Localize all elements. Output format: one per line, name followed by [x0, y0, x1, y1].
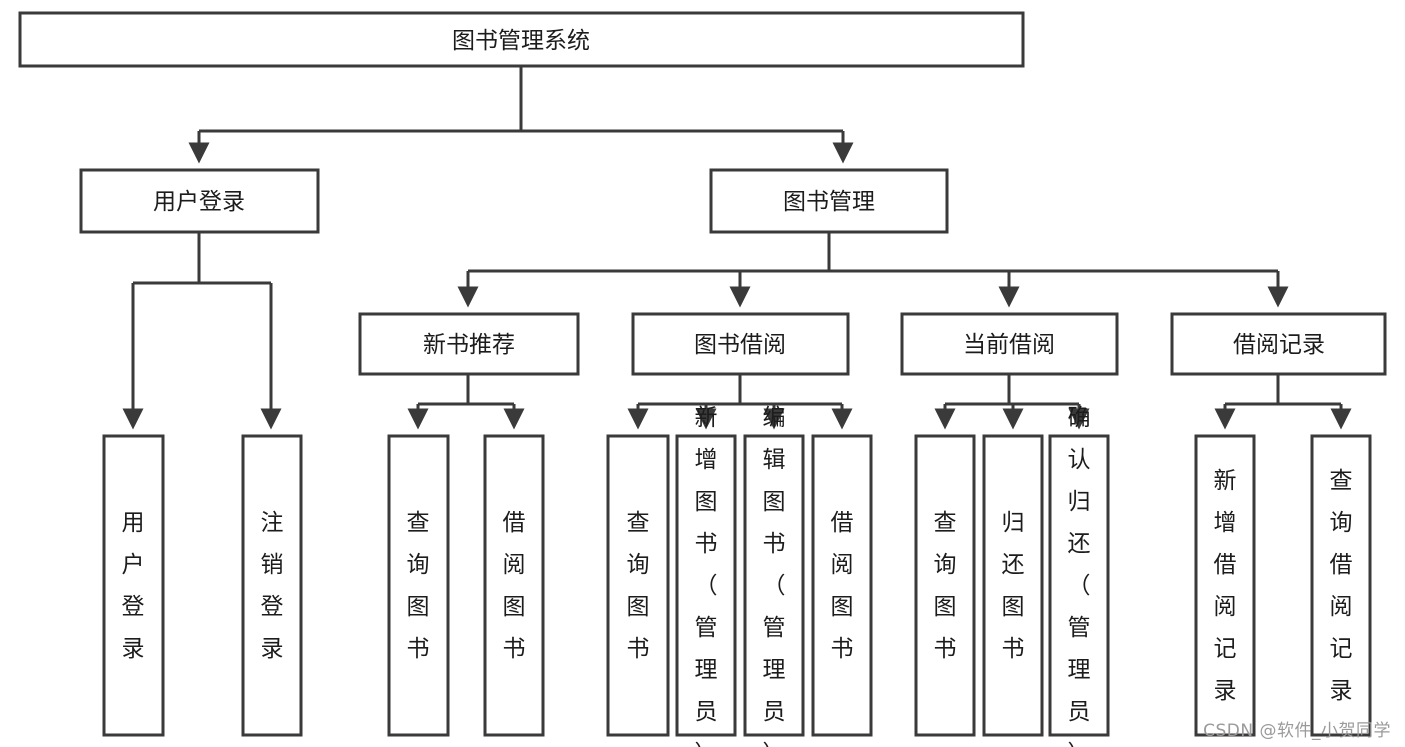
node-borrow-record-box[interactable] — [1170, 312, 1387, 376]
node-book-management[interactable]: 图书管理 — [709, 168, 949, 234]
node-root[interactable]: 图书管理系统 — [18, 11, 1025, 68]
leaf-user-login-box[interactable] — [102, 434, 165, 737]
leaf-logout-login[interactable]: 注销登录 — [241, 434, 303, 737]
node-borrow-record[interactable]: 借阅记录 — [1170, 312, 1387, 376]
leaf-borrow-book-2-label: 借阅图书 — [831, 510, 854, 662]
leaf-query-book-3-label: 查询图书 — [934, 510, 957, 662]
leaf-query-book-2-box[interactable] — [606, 434, 670, 737]
leaf-add-book-box[interactable] — [675, 434, 737, 737]
leaf-query-book-2[interactable]: 查询图书 — [606, 434, 670, 737]
leaf-borrow-book-2-box[interactable] — [811, 434, 873, 737]
node-user-login-box[interactable] — [79, 168, 320, 234]
leaf-edit-book[interactable]: 编辑图书（管理员） — [743, 405, 805, 747]
node-current-borrow-box[interactable] — [900, 312, 1119, 376]
node-user-login[interactable]: 用户登录 — [79, 168, 320, 234]
leaf-confirm-return-label: 确认归还（管理员） — [1068, 405, 1091, 747]
node-root-label: 图书管理系统 — [452, 28, 590, 54]
leaf-edit-book-box[interactable] — [743, 434, 805, 737]
leaf-query-record-label: 查询借阅记录 — [1330, 468, 1353, 704]
node-current-borrow[interactable]: 当前借阅 — [900, 312, 1119, 376]
leaf-add-record-label: 新增借阅记录 — [1214, 468, 1237, 704]
leaf-query-book-3[interactable]: 查询图书 — [914, 434, 976, 737]
leaf-query-book-1-label: 查询图书 — [407, 510, 430, 662]
leaf-query-book-3-box[interactable] — [914, 434, 976, 737]
leaf-query-book-2-label: 查询图书 — [627, 510, 650, 662]
leaf-query-record[interactable]: 查询借阅记录 — [1310, 434, 1372, 737]
leaf-logout-login-box[interactable] — [241, 434, 303, 737]
node-borrow-record-label: 借阅记录 — [1233, 332, 1325, 358]
node-user-login-label: 用户登录 — [153, 189, 245, 215]
leaf-user-login[interactable]: 用户登录 — [102, 434, 165, 737]
leaf-borrow-book-1-box[interactable] — [483, 434, 545, 737]
leaf-query-book-1-box[interactable] — [387, 434, 450, 737]
node-book-borrow-label: 图书借阅 — [694, 332, 786, 358]
node-current-borrow-label: 当前借阅 — [963, 332, 1055, 358]
edge-layer — [122, 66, 1352, 430]
node-new-book-recommend[interactable]: 新书推荐 — [358, 312, 580, 376]
node-book-borrow[interactable]: 图书借阅 — [631, 312, 850, 376]
node-root-box[interactable] — [18, 11, 1025, 68]
leaf-query-book-1[interactable]: 查询图书 — [387, 434, 450, 737]
leaf-edit-book-label: 编辑图书（管理员） — [763, 405, 786, 747]
leaf-add-record-box[interactable] — [1194, 434, 1256, 737]
leaf-add-book-label: 新增图书（管理员） — [695, 405, 718, 747]
node-new-book-recommend-label: 新书推荐 — [423, 332, 515, 358]
leaf-return-book-box[interactable] — [982, 434, 1044, 737]
node-book-borrow-box[interactable] — [631, 312, 850, 376]
leaf-query-record-box[interactable] — [1310, 434, 1372, 737]
leaf-borrow-book-1[interactable]: 借阅图书 — [483, 434, 545, 737]
leaf-return-book-label: 归还图书 — [1002, 510, 1025, 662]
node-book-management-box[interactable] — [709, 168, 949, 234]
leaf-borrow-book-2[interactable]: 借阅图书 — [811, 434, 873, 737]
leaf-borrow-book-1-label: 借阅图书 — [503, 510, 526, 662]
leaf-logout-login-label: 注销登录 — [261, 510, 284, 662]
leaf-confirm-return-box[interactable] — [1048, 434, 1110, 737]
leaf-return-book[interactable]: 归还图书 — [982, 434, 1044, 737]
leaf-user-login-label: 用户登录 — [122, 510, 145, 662]
leaf-add-book[interactable]: 新增图书（管理员） — [675, 405, 737, 747]
node-book-management-label: 图书管理 — [783, 189, 875, 215]
leaf-add-record[interactable]: 新增借阅记录 — [1194, 434, 1256, 737]
leaf-confirm-return[interactable]: 确认归还（管理员） — [1048, 405, 1110, 747]
node-new-book-recommend-box[interactable] — [358, 312, 580, 376]
